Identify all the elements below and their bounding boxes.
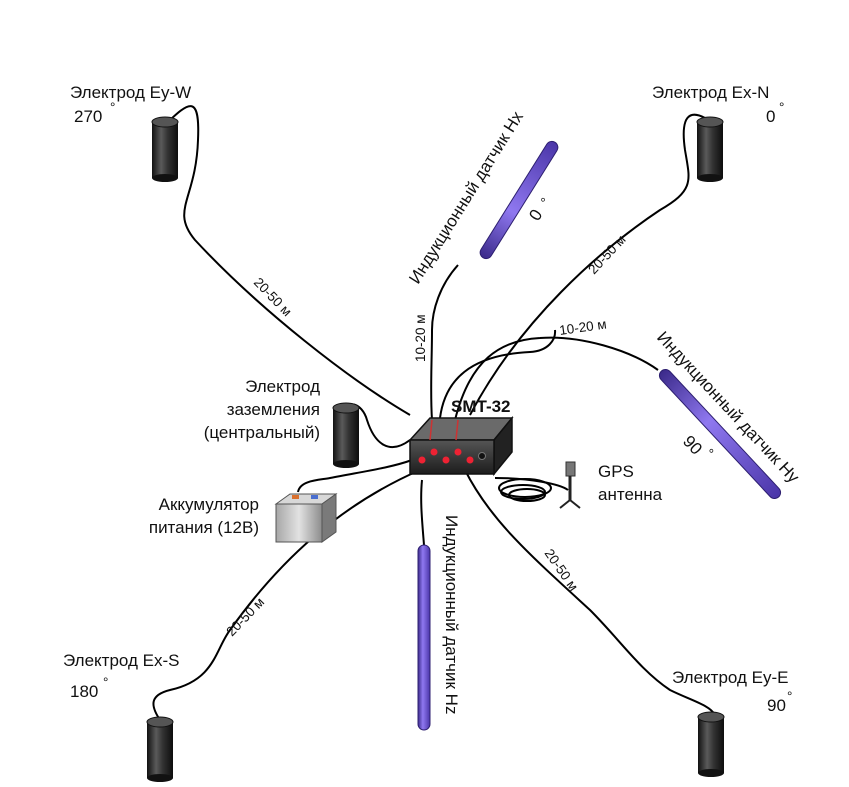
wire-ex-n (469, 113, 706, 416)
electrode-ey-w-shape (151, 116, 179, 182)
gps-cable-coil (498, 478, 552, 502)
degree-mark: ° (538, 195, 554, 208)
sensor-hx-angle: 0 (525, 206, 546, 224)
ground-electrode-label-line2: заземления (227, 400, 320, 419)
battery-shape (274, 493, 338, 543)
sensor-hy-label: Индукционный датчик Hy (653, 328, 803, 487)
electrode-ex-n-label: Электрод Ex-N (652, 83, 769, 102)
gps-antenna-shape (559, 461, 581, 509)
battery-label-line2: питания (12В) (149, 518, 259, 537)
degree-mark: ° (702, 446, 717, 460)
gps-label-line2: антенна (598, 485, 663, 504)
device-label: SMT-32 (451, 397, 511, 416)
wire-hx (430, 264, 459, 421)
wire-ex-s (152, 469, 421, 721)
wire-ey-w (164, 105, 411, 416)
degree-mark: ° (103, 675, 108, 690)
distance-hx: 10-20 м (413, 314, 428, 362)
electrode-ex-s-shape (146, 716, 174, 782)
electrode-ey-w-angle: 270 (74, 107, 102, 126)
sensor-hy-angle: 90 (679, 432, 706, 459)
wire-hx-return (439, 329, 557, 419)
distance-ex-s: 20-50 м (223, 594, 267, 639)
electrode-ex-n-angle: 0 (766, 107, 775, 126)
degree-mark: ° (787, 689, 792, 704)
electrode-ey-e-label: Электрод Ey-E (672, 668, 788, 687)
degree-mark: ° (110, 100, 115, 115)
ground-electrode-label-line3: (центральный) (204, 423, 320, 442)
sensor-hz-rod (417, 544, 431, 731)
electrode-ground-shape (332, 402, 360, 468)
gps-label-line1: GPS (598, 462, 634, 481)
electrode-ey-e-shape (697, 711, 725, 777)
electrode-ey-e-angle: 90 (767, 696, 786, 715)
distance-ex-n: 20-50 м (585, 232, 628, 277)
device-smt-32-shape (408, 415, 514, 477)
wire-battery (297, 459, 413, 493)
electrode-ex-s-angle: 180 (70, 682, 98, 701)
wires (152, 105, 716, 721)
wire-hz (420, 479, 425, 546)
ground-electrode-label-line1: Электрод (245, 377, 320, 396)
distance-hy: 10-20 м (558, 316, 607, 337)
wire-ey-e (464, 469, 716, 716)
sensor-hy-rod (658, 368, 782, 500)
sensor-hz-label: Индукционный датчик Hz (442, 515, 461, 714)
wire-hy (454, 336, 659, 421)
electrode-ey-w-label: Электрод Ey-W (70, 83, 191, 102)
electrode-ex-s-label: Электрод Ex-S (63, 651, 179, 670)
distance-ey-w: 20-50 м (251, 275, 295, 320)
electrode-ex-n-shape (696, 116, 724, 182)
degree-mark: ° (779, 100, 784, 115)
sensor-hx-rod (479, 140, 559, 260)
sensor-hx-label: Индукционный датчик Hx (405, 107, 527, 287)
battery-label-line1: Аккумулятор (159, 495, 259, 514)
